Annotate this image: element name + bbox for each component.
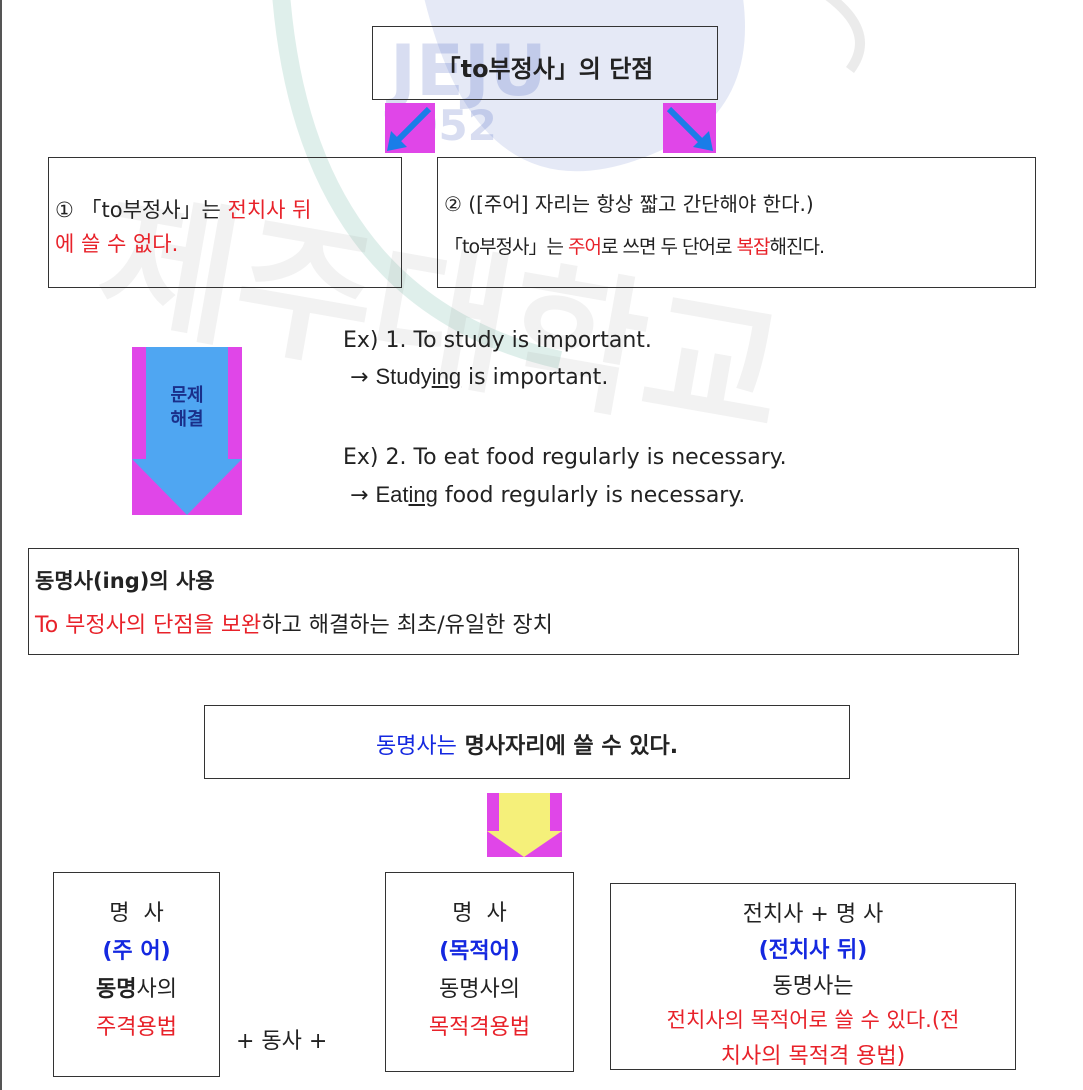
- problem-solve-arrow: 문제 해결: [132, 347, 242, 515]
- example-2-answer: → Eating food regularly is necessary.: [350, 482, 745, 508]
- disadvantage-2-text-c: 해진다.: [769, 236, 825, 258]
- gerund-use-highlight: To 부정사의 단점을 보완: [35, 613, 262, 638]
- object-line-3: 동명사의: [439, 977, 520, 1002]
- disadvantage-2-text-a: 「to부정사」는: [444, 236, 569, 258]
- disadvantage-1-line-1: ① 「to부정사」는 전치사 뒤: [55, 194, 312, 224]
- page-left-border: [0, 0, 2, 1090]
- subject-usage: 주격용법: [96, 1015, 177, 1040]
- subject-line-3: 동명사의: [54, 971, 219, 1003]
- example-2-label: Ex) 2. To eat food regularly is necessar…: [343, 445, 787, 470]
- noun-position-box: 동명사는 명사자리에 쓸 수 있다.: [204, 705, 850, 779]
- preposition-usage-2: 치사의 목적격 용법): [720, 1044, 906, 1069]
- preposition-line-3: 동명사는: [772, 974, 854, 999]
- noun-position-highlight: 동명사는: [375, 734, 457, 759]
- gerund-use-box: 동명사(ing)의 사용 To 부정사의 단점을 보완하고 해결하는 최초/유일…: [28, 548, 1019, 655]
- subject-highlight: 주어: [568, 236, 602, 258]
- object-role: (목적어): [439, 939, 520, 964]
- preposition-usage-1: 전치사의 목적어로 쓸 수 있다.(전: [666, 1008, 960, 1032]
- disadvantage-2-text-b: 로 쓰면 두 단어로: [601, 236, 737, 258]
- right-arrow-icon: →: [350, 483, 376, 508]
- example-2-rest: food regularly is necessary.: [437, 483, 746, 508]
- example-1-label: Ex) 1. To study is important.: [343, 328, 652, 353]
- disadvantage-1-text: ① 「to부정사」는: [55, 198, 228, 222]
- object-use-box: 명 사 (목적어) 동명사의 목적격용법: [385, 872, 574, 1072]
- problem-solve-label-2: 해결: [170, 409, 204, 430]
- yellow-down-arrow-icon: [487, 793, 562, 857]
- gerund-use-heading: 동명사(ing)의 사용: [35, 569, 215, 593]
- example-1-stem: Study: [375, 364, 432, 389]
- example-2-suffix: ing: [408, 482, 438, 507]
- title-box: 「to부정사」의 단점: [372, 26, 718, 100]
- object-noun: 명 사: [452, 901, 507, 926]
- preposition-role: (전치사 뒤): [758, 938, 868, 963]
- problem-solve-label-1: 문제: [170, 385, 204, 406]
- disadvantage-box-2: ② ([주어] 자리는 항상 짧고 간단해야 한다.) 「to부정사」는 주어로…: [437, 157, 1036, 288]
- object-usage: 목적격용법: [428, 1015, 531, 1040]
- arrow-down-left-icon: [385, 103, 435, 153]
- preposition-line-1: 전치사 + 명 사: [742, 902, 884, 927]
- gerund-use-description: To 부정사의 단점을 보완하고 해결하는 최초/유일한 장치: [35, 607, 553, 639]
- disadvantage-2-line-1: ② ([주어] 자리는 항상 짧고 간단해야 한다.): [444, 192, 814, 216]
- disadvantage-1-highlight: 전치사 뒤: [227, 198, 312, 222]
- verb-connector: + 동사 +: [236, 1029, 328, 1054]
- preposition-use-box: 전치사 + 명 사 (전치사 뒤) 동명사는 전치사의 목적어로 쓸 수 있다.…: [610, 883, 1016, 1070]
- subject-noun: 명 사: [109, 901, 164, 926]
- complex-highlight: 복잡: [736, 236, 771, 258]
- gerund-use-rest: 하고 해결하는 최초/유일한 장치: [261, 613, 553, 638]
- subject-line-3-bold: 동명: [96, 977, 137, 1002]
- noun-position-rest: 명사자리에 쓸 수 있다.: [456, 734, 679, 759]
- disadvantage-1-line-2: 에 쓸 수 없다.: [55, 232, 179, 256]
- title-text: 「to부정사」의 단점: [436, 55, 654, 83]
- disadvantage-box-1: ① 「to부정사」는 전치사 뒤 에 쓸 수 없다.: [48, 157, 402, 288]
- disadvantage-2-line-2: 「to부정사」는 주어로 쓰면 두 단어로 복잡해진다.: [444, 232, 825, 259]
- arrow-down-right-icon: [663, 103, 716, 153]
- example-1-rest: is important.: [461, 365, 609, 390]
- noun-position-text: 동명사는 명사자리에 쓸 수 있다.: [205, 728, 849, 760]
- subject-role: (주 어): [102, 939, 171, 964]
- right-arrow-icon: →: [350, 365, 376, 390]
- example-1-answer: → Studying is important.: [350, 364, 608, 390]
- example-1-suffix: ing: [431, 364, 462, 389]
- subject-use-box: 명 사 (주 어) 동명사의 주격용법: [53, 872, 220, 1077]
- subject-line-3-rest: 사의: [136, 977, 177, 1002]
- example-2-stem: Eat: [375, 482, 409, 507]
